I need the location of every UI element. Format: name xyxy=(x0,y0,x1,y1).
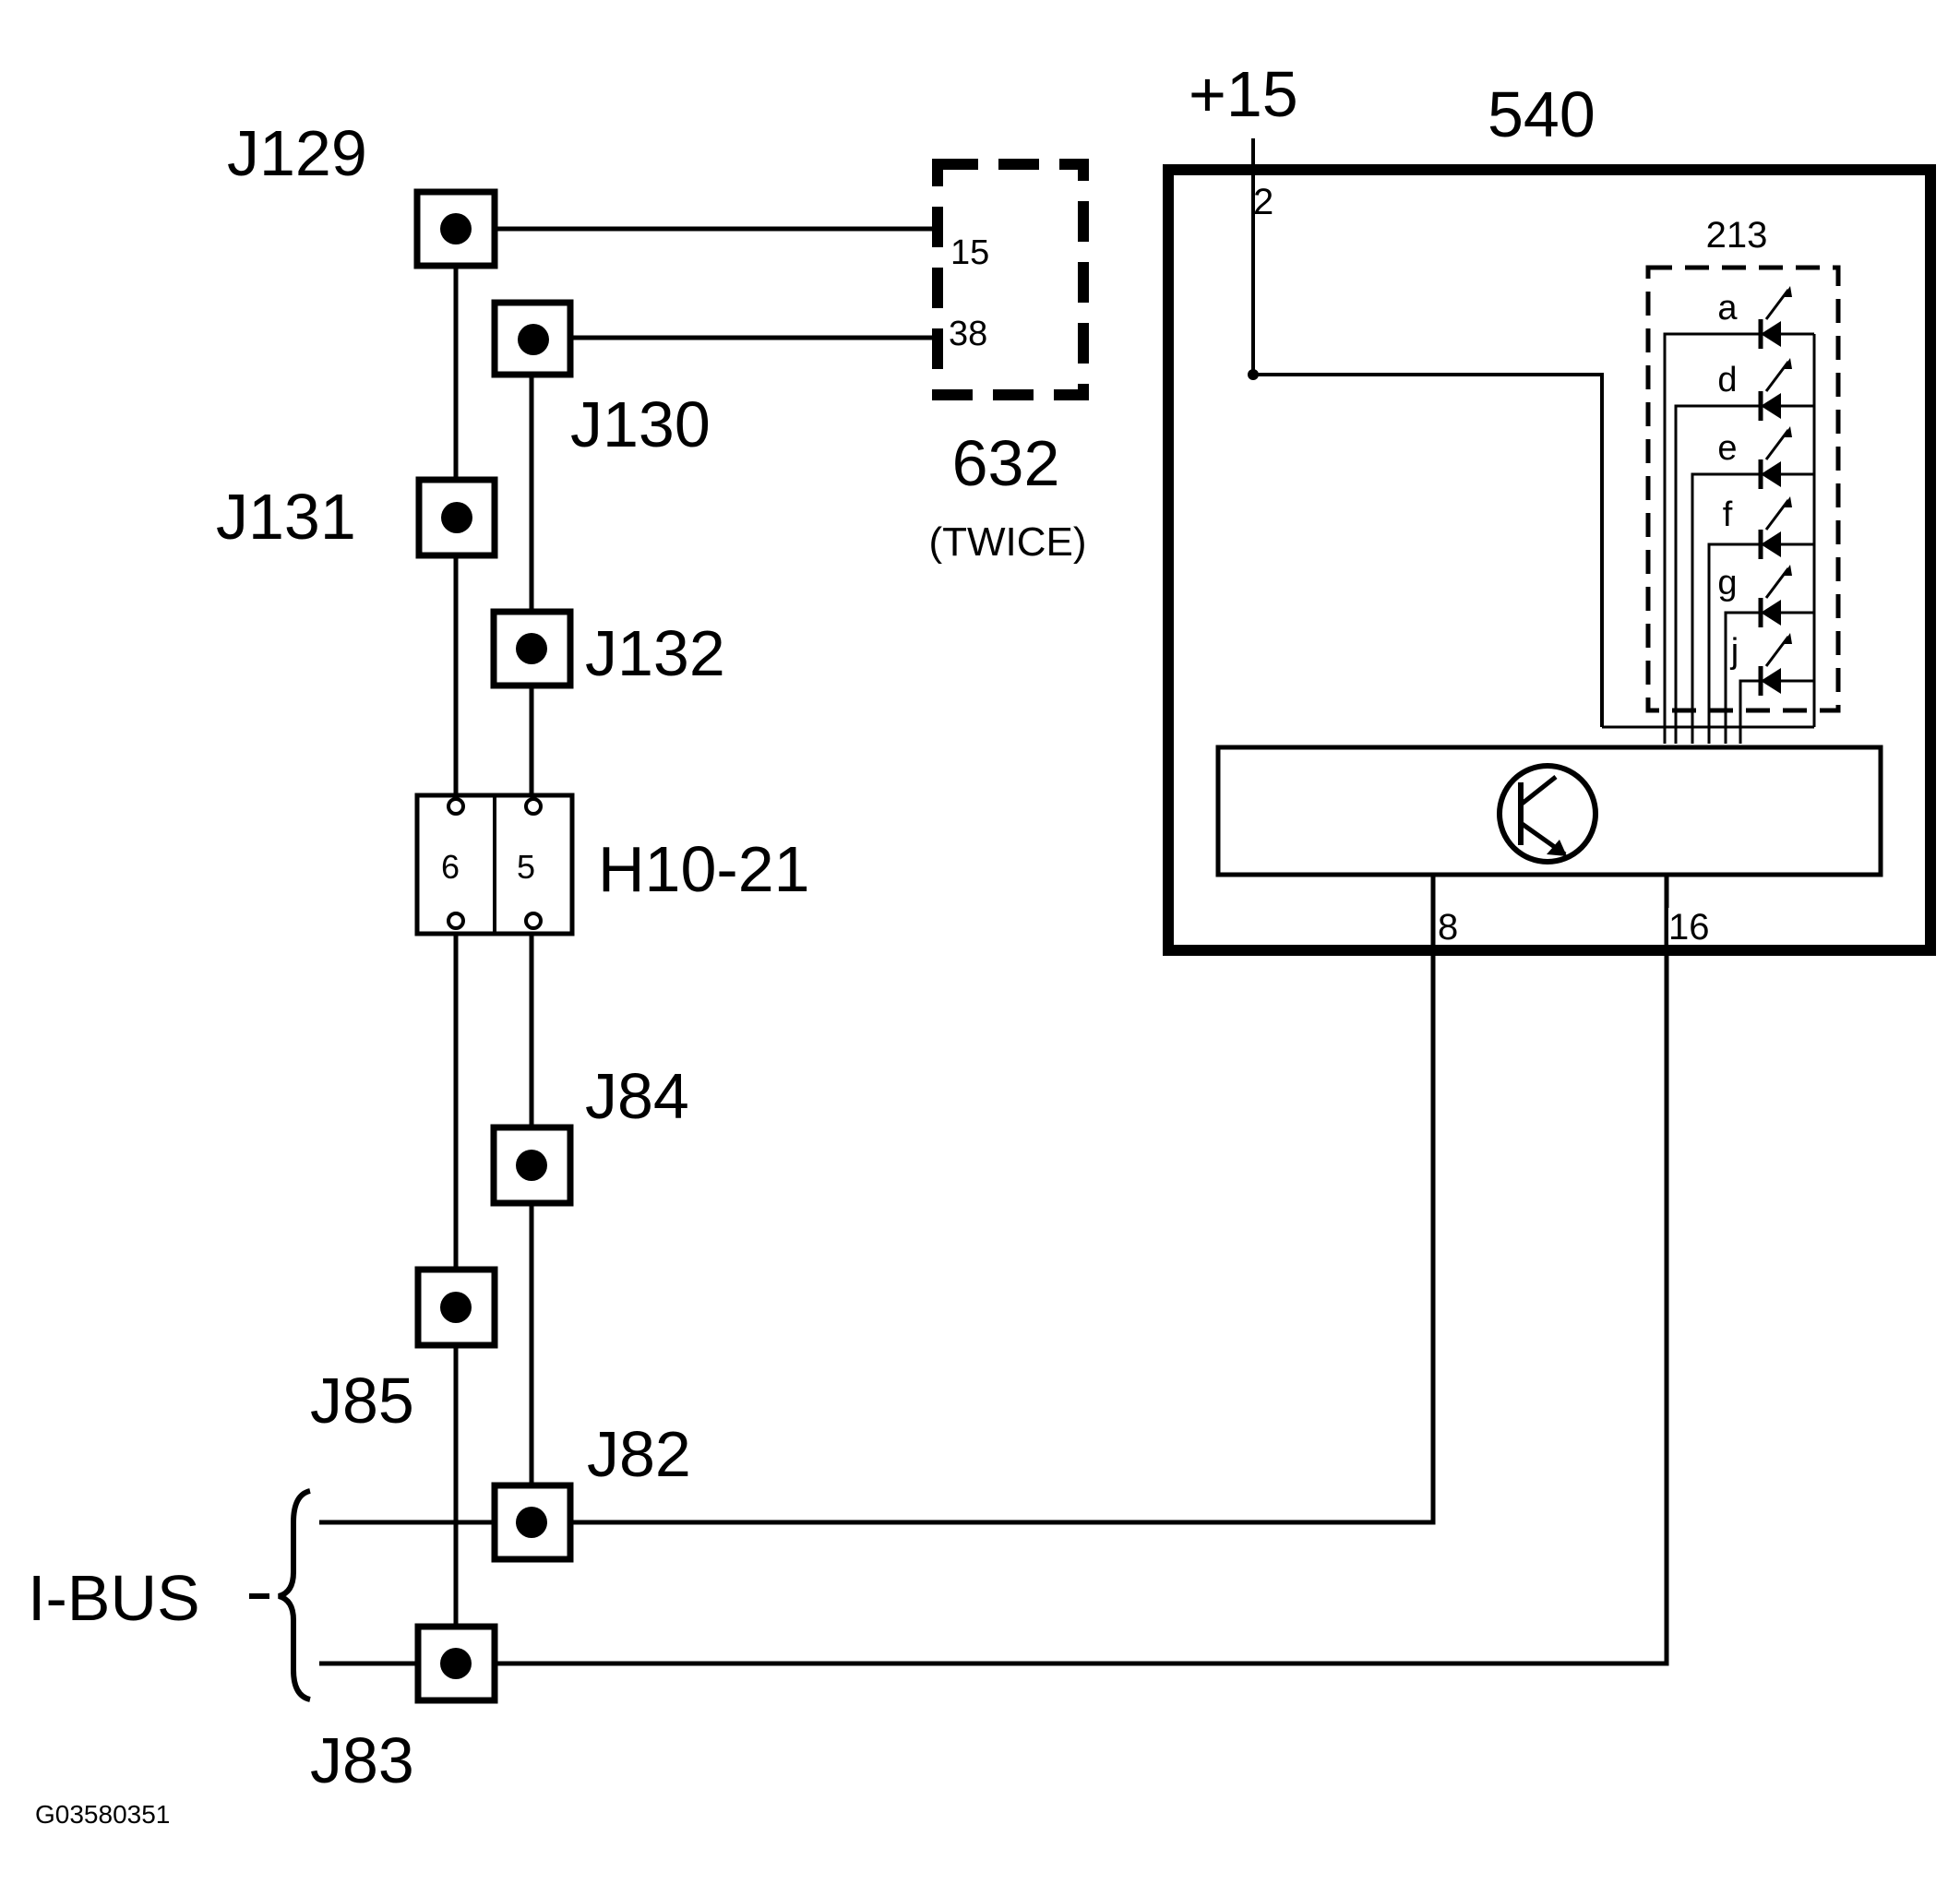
led-wiring xyxy=(1602,332,1816,744)
component-632-pin-15: 15 xyxy=(950,233,989,272)
led-label-f: f xyxy=(1723,495,1733,534)
transistor-icon xyxy=(1497,763,1598,864)
splice-pin-right: 5 xyxy=(517,848,535,886)
label-j131: J131 xyxy=(216,481,356,553)
led-group-213 xyxy=(1645,265,1841,713)
component-632: 15 38 xyxy=(932,159,1089,400)
label-h10-21: H10-21 xyxy=(598,833,810,905)
led-group-label: 213 xyxy=(1706,215,1768,256)
label-j130: J130 xyxy=(570,388,711,460)
label-j82: J82 xyxy=(587,1418,691,1490)
led-label-e: e xyxy=(1717,429,1737,468)
label-632: 632 xyxy=(952,427,1060,499)
connector-j82 xyxy=(491,1482,574,1563)
led-g-icon xyxy=(1758,565,1792,627)
label-j83: J83 xyxy=(310,1724,414,1796)
splice-h10-21: 6 5 xyxy=(414,793,575,936)
led-label-g: g xyxy=(1717,564,1737,602)
component-540: 2 8 16 213 xyxy=(1163,138,1936,956)
label-j85: J85 xyxy=(310,1365,414,1437)
led-label-j: j xyxy=(1730,632,1739,671)
connector-j85 xyxy=(414,1266,498,1349)
component-540-pin-8: 8 xyxy=(1438,907,1458,948)
led-e-icon xyxy=(1758,426,1792,489)
connector-j83 xyxy=(414,1623,498,1704)
label-632-note: (TWICE) xyxy=(928,519,1086,565)
label-j129: J129 xyxy=(227,117,367,189)
connector-j130 xyxy=(491,299,574,378)
label-j84: J84 xyxy=(585,1060,689,1132)
connector-j129 xyxy=(413,188,498,269)
label-plus15: +15 xyxy=(1189,58,1298,130)
splice-pin-left: 6 xyxy=(441,848,460,886)
wire-j82-to-540-pin8 xyxy=(319,878,1436,1525)
led-d-icon xyxy=(1758,358,1792,421)
connector-j132 xyxy=(490,608,574,689)
label-ibus: I-BUS xyxy=(28,1562,200,1634)
label-540: 540 xyxy=(1488,78,1595,150)
connector-j84 xyxy=(490,1124,574,1207)
component-540-pin-16: 16 xyxy=(1668,907,1710,948)
label-j132: J132 xyxy=(585,617,725,689)
ibus-brace xyxy=(278,1488,311,1702)
wire-j83-to-540-pin16 xyxy=(319,878,1669,1666)
connector-j131 xyxy=(415,476,498,559)
led-label-d: d xyxy=(1717,361,1737,399)
led-label-a: a xyxy=(1717,289,1738,328)
led-j-icon xyxy=(1758,633,1792,696)
led-f-icon xyxy=(1758,496,1792,559)
led-a-icon xyxy=(1758,286,1792,349)
component-540-pin-2: 2 xyxy=(1253,182,1273,222)
component-632-pin-38: 38 xyxy=(949,315,987,353)
figure-id: G03580351 xyxy=(35,1800,170,1829)
